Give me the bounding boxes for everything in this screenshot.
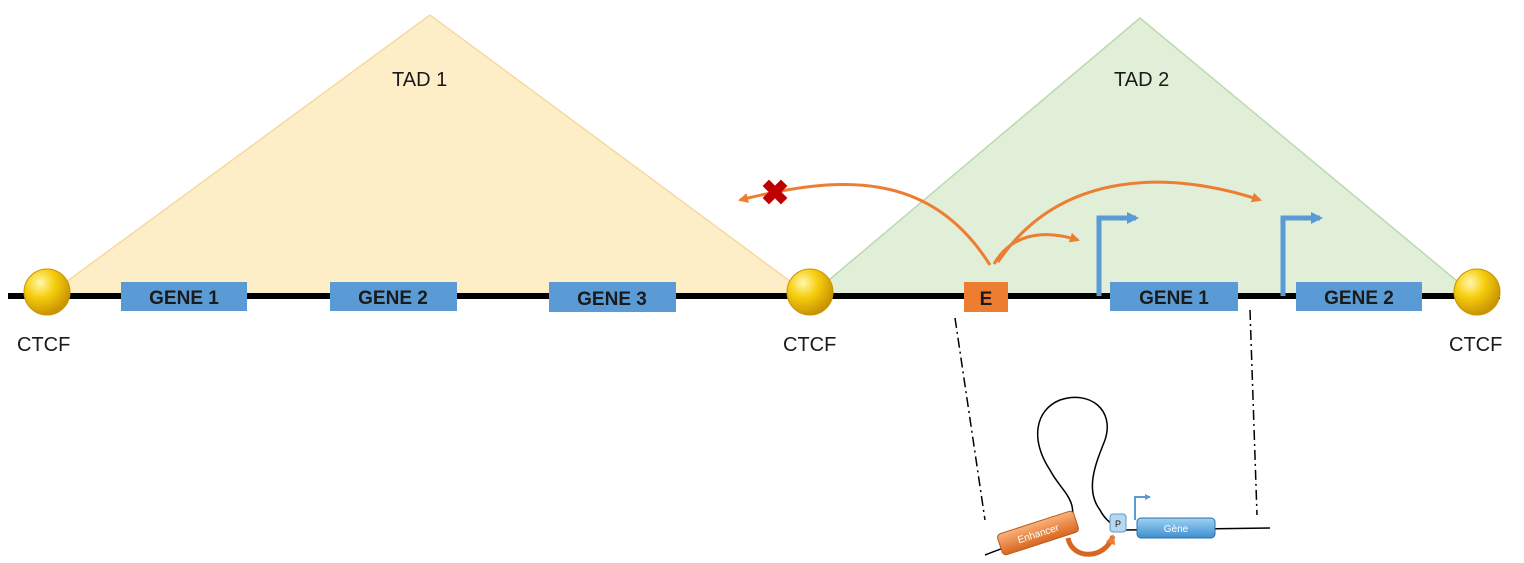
inset-promoter-label: P xyxy=(1115,519,1121,529)
enhancer-box: E xyxy=(964,282,1008,312)
inset-activation-arrow xyxy=(1065,534,1116,557)
ctcf-bead-middle xyxy=(786,268,834,316)
inset-enhancer: Enhancer xyxy=(997,510,1079,556)
ctcf-bead-left xyxy=(23,268,71,316)
inset-tss-arrow xyxy=(1134,494,1151,520)
ctcf-label-left: CTCF xyxy=(17,334,70,356)
tad2-gene-1: GENE 1 xyxy=(1110,282,1238,311)
tad1-gene-3: GENE 3 xyxy=(549,282,676,312)
tad2-label: TAD 2 xyxy=(1114,69,1169,91)
ctcf-label-middle: CTCF xyxy=(783,334,836,356)
ctcf-label-right: CTCF xyxy=(1449,334,1502,356)
tad1-gene-1: GENE 1 xyxy=(121,282,247,311)
interaction-arrow-gene2 xyxy=(996,180,1262,263)
promoter-arrow-gene2 xyxy=(1280,212,1323,296)
tad2-gene-2: GENE 2 xyxy=(1296,282,1422,311)
inset-gene-label: Gène xyxy=(1164,524,1189,535)
tad1-gene-2-label: GENE 2 xyxy=(358,288,428,309)
inset-loop-diagram: Enhancer P Gène xyxy=(984,396,1271,557)
ctcf-bead-right xyxy=(1453,268,1501,316)
tad1-gene-1-label: GENE 1 xyxy=(149,288,219,309)
inset-promoter: P xyxy=(1109,513,1127,533)
zoom-guide-right xyxy=(1249,309,1258,516)
tad2-gene-2-label: GENE 2 xyxy=(1324,288,1394,309)
promoter-arrow-gene1 xyxy=(1096,212,1139,296)
tad1-gene-3-label: GENE 3 xyxy=(577,289,647,310)
tad1-gene-2: GENE 2 xyxy=(330,282,457,311)
tad2-triangle xyxy=(807,17,1478,297)
inset-gene: Gène xyxy=(1136,517,1216,539)
tad1-triangle xyxy=(44,14,813,297)
enhancer-label: E xyxy=(980,289,993,310)
interaction-arrow-gene1 xyxy=(992,232,1080,265)
tad1-label: TAD 1 xyxy=(392,69,447,91)
block-cross-icon xyxy=(762,179,788,205)
tad2-gene-1-label: GENE 1 xyxy=(1139,288,1209,309)
zoom-guide-left xyxy=(954,317,986,521)
